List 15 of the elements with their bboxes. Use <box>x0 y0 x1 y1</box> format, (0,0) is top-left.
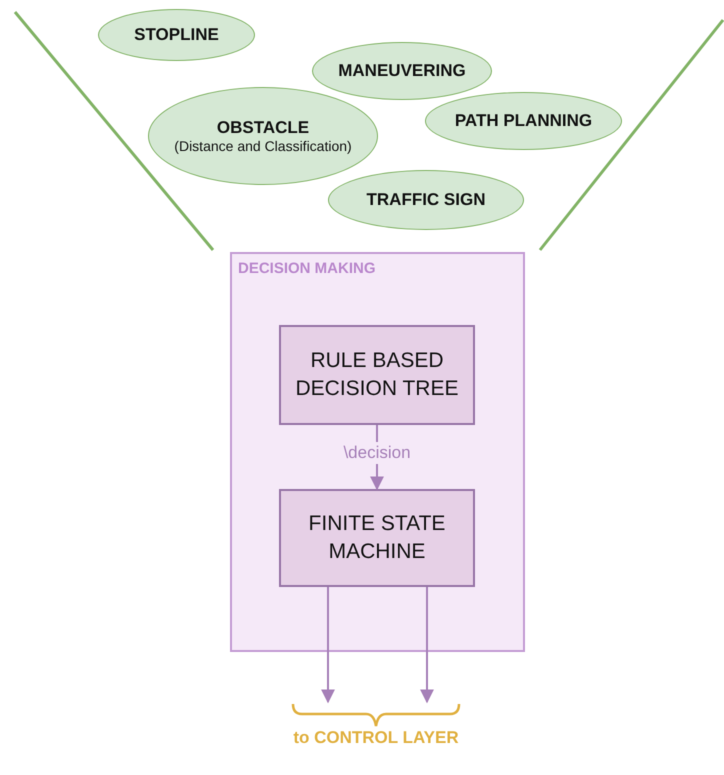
node-label: MANEUVERING <box>338 61 466 81</box>
node-label: PATH PLANNING <box>454 111 592 131</box>
container-title: DECISION MAKING <box>238 260 376 277</box>
node-label: STOPLINE <box>134 25 219 45</box>
arrow <box>321 587 335 704</box>
process-box <box>279 489 475 587</box>
node-subtitle: (Distance and Classification) <box>174 138 352 154</box>
arrow <box>420 587 434 704</box>
module-container <box>230 252 525 652</box>
node-label: FINITE STATE MACHINE <box>308 510 446 565</box>
node-label: OBSTACLE <box>216 118 310 138</box>
process-box <box>279 325 475 425</box>
node-label: RULE BASED DECISION TREE <box>294 348 460 402</box>
node-label: TRAFFIC SIGN <box>366 190 486 210</box>
node-label: to CONTROL LAYER <box>293 728 459 748</box>
